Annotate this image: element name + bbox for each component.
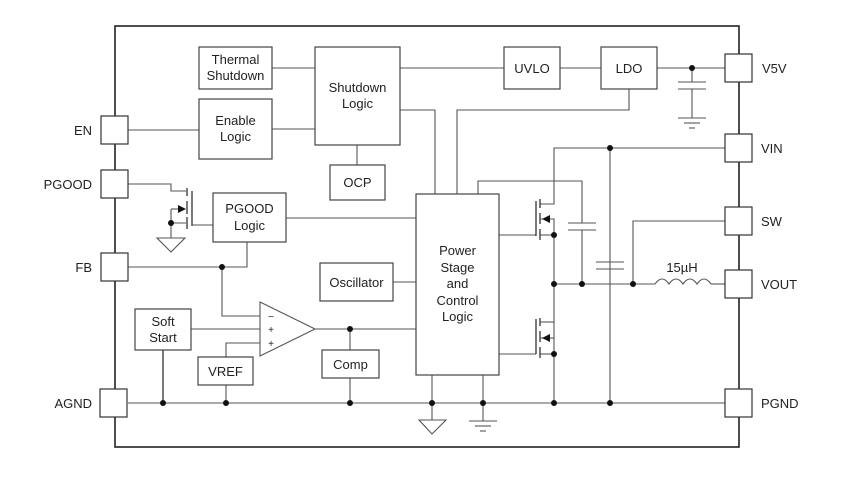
oscillator-block: Oscillator — [319, 262, 394, 302]
ldo-block: LDO — [600, 46, 658, 90]
svg-text:UVLO: UVLO — [514, 61, 549, 76]
svg-text:OCP: OCP — [343, 175, 371, 190]
pin-vin: VIN — [724, 133, 783, 163]
pin-pgnd: PGND — [724, 388, 799, 418]
svg-text:LDO: LDO — [616, 61, 643, 76]
svg-text:Shutdown: Shutdown — [329, 80, 387, 95]
svg-text:V5V: V5V — [762, 61, 787, 76]
thermal-shutdown-block: Thermal Shutdown — [198, 46, 273, 90]
amp-minus-sign: − — [268, 312, 274, 323]
pgood-logic-block: PGOOD Logic — [212, 192, 287, 243]
error-amplifier — [259, 301, 317, 357]
pin-en: EN — [74, 115, 129, 145]
svg-text:Control: Control — [437, 293, 479, 308]
pin-sw: SW — [724, 206, 783, 236]
svg-text:FB: FB — [75, 260, 92, 275]
shutdown-logic-block: Shutdown Logic — [314, 46, 401, 146]
svg-text:VREF: VREF — [208, 364, 243, 379]
ocp-block: OCP — [329, 164, 386, 201]
svg-text:Comp: Comp — [333, 357, 368, 372]
comp-block: Comp — [321, 349, 380, 379]
svg-text:PGND: PGND — [761, 396, 799, 411]
amp-plus-sign: + — [268, 339, 274, 350]
pin-pgood: PGOOD — [44, 169, 129, 199]
uvlo-block: UVLO — [503, 46, 561, 90]
amp-plus-sign: + — [268, 325, 274, 336]
svg-text:and: and — [447, 276, 469, 291]
junction-dots — [160, 65, 695, 406]
svg-text:Stage: Stage — [441, 260, 475, 275]
vref-block: VREF — [197, 356, 254, 386]
svg-text:Shutdown: Shutdown — [207, 68, 265, 83]
power-stage-block: Power Stage and Control Logic — [415, 193, 500, 376]
svg-text:Oscillator: Oscillator — [329, 275, 384, 290]
enable-logic-block: Enable Logic — [198, 98, 273, 160]
inductor-label: 15µH — [666, 260, 697, 275]
svg-text:Power: Power — [439, 243, 477, 258]
chip-outline — [114, 25, 740, 448]
svg-text:Start: Start — [149, 330, 177, 345]
svg-text:AGND: AGND — [54, 396, 92, 411]
pin-fb: FB — [75, 252, 129, 282]
pin-v5v: V5V — [724, 53, 787, 83]
soft-start-block: Soft Start — [134, 308, 192, 351]
wires — [128, 67, 725, 435]
svg-text:VIN: VIN — [761, 141, 783, 156]
svg-text:Logic: Logic — [220, 129, 252, 144]
svg-text:Soft: Soft — [151, 314, 175, 329]
svg-text:Thermal: Thermal — [212, 52, 260, 67]
svg-text:Logic: Logic — [234, 218, 266, 233]
svg-text:PGOOD: PGOOD — [44, 177, 92, 192]
svg-text:Logic: Logic — [342, 96, 374, 111]
svg-text:VOUT: VOUT — [761, 277, 797, 292]
svg-text:Logic: Logic — [442, 309, 474, 324]
pin-agnd: AGND — [54, 388, 128, 418]
svg-text:Enable: Enable — [215, 113, 255, 128]
svg-text:EN: EN — [74, 123, 92, 138]
svg-text:PGOOD: PGOOD — [225, 201, 273, 216]
pin-vout: VOUT — [724, 269, 797, 299]
svg-text:SW: SW — [761, 214, 783, 229]
